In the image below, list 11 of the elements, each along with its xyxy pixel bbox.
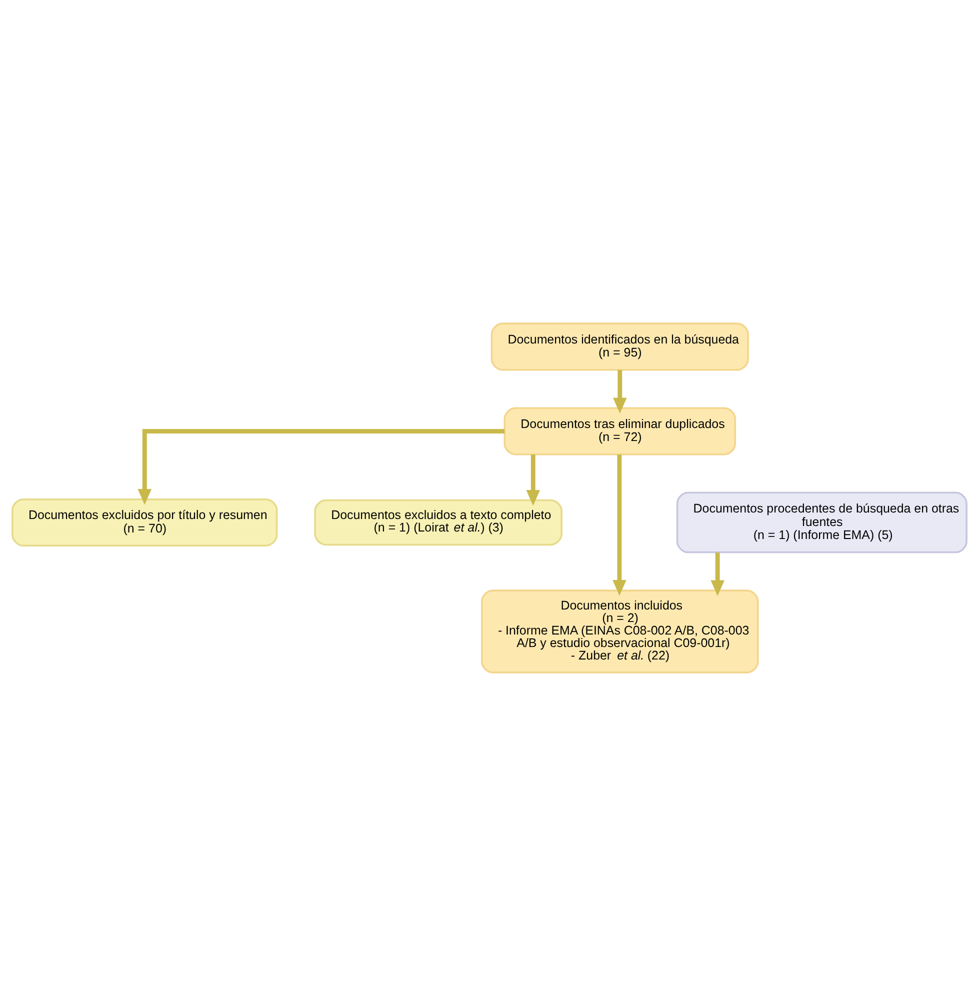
- arrow: [710, 552, 724, 596]
- arrow: [612, 454, 626, 596]
- node-box: Documentos tras eliminar duplicados (n = 72): [504, 406, 736, 455]
- arrow: [138, 428, 505, 504]
- node-box: Documentos identificados en la búsqueda (n = 95): [490, 322, 749, 370]
- node-box: Documentos excluidos a texto completo (n = 1) (Loirat et al.) (3): [314, 498, 562, 546]
- node-box: Documentos incluidos (n = 2) - Informe EMA (EINAs C08-002 A/B, C08-003 A/B y estudio observacional C09-001r) - Zuber et al. (22): [481, 589, 759, 673]
- arrow: [612, 370, 627, 414]
- node-box: Documentos procedentes de búsqueda en otras fuentes (n = 1) (Informe EMA) (5): [676, 491, 968, 553]
- arrow: [526, 454, 540, 506]
- node-box: Documentos excluidos por título y resumen (n = 70): [12, 498, 278, 546]
